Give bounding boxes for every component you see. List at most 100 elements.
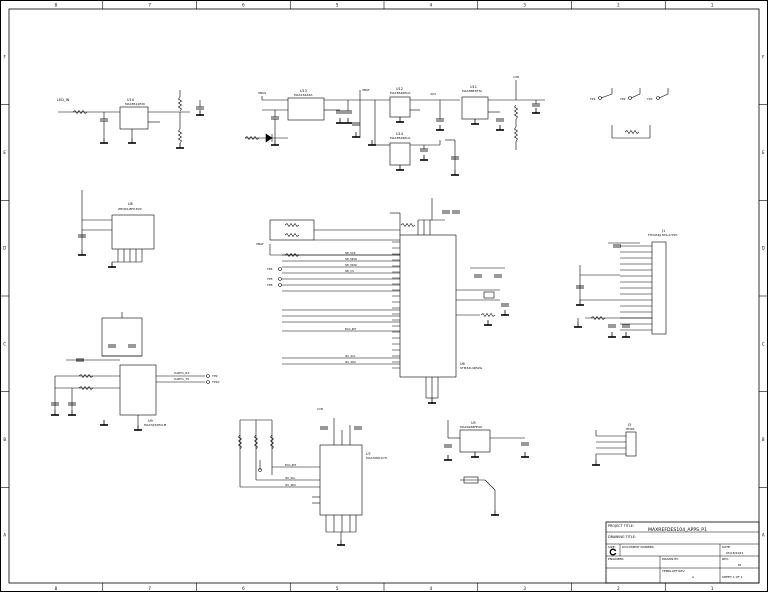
drawing-title-label: DRAWING TITLE: (608, 535, 636, 539)
j3-ref: J3 (627, 423, 631, 427)
border-row-label: A (3, 533, 6, 538)
u11-regulator-block: U11 MAX8887ETA 1V8 (461, 75, 545, 150)
j1-part: FH34SRJ-30S-0.5SH (648, 233, 677, 237)
u10-part: MAX8511EXK (125, 102, 146, 106)
testpoints-top-right: TP1 TP2 TP3 (589, 88, 669, 139)
net-uart-tx: UART1_TX (174, 377, 189, 381)
mcu-left-signal-bus: VBAT TP4 TP5 TP6 SPI_SCK SPI_MISO SPI_MO… (256, 219, 400, 365)
net-spi-miso: SPI_MISO (345, 257, 357, 261)
u12-part: MAX8526EUA (390, 91, 411, 95)
j1-connector-block: J1 FH34SRJ-30S-0.5SH (573, 229, 677, 338)
tp3-label: TP3 (646, 97, 653, 101)
u9-part: MAX3232ECUE (144, 423, 167, 427)
net-label-led-in: LED_IN (57, 98, 70, 102)
border-col-label: 2 (617, 586, 620, 591)
net-spi-cs: SPI_CS (345, 269, 354, 273)
net-spi-mosi: SPI_MOSI (345, 263, 357, 267)
border-col-label: 1 (711, 3, 714, 8)
u9-ref: U9 (148, 419, 153, 423)
u5-ref: U5 (471, 421, 476, 425)
u13-charger-block: U13 MAX1562ZA VBUS VBAT (244, 88, 377, 146)
u11-part: MAX8887ETA (462, 89, 483, 93)
border-col-label: 6 (242, 586, 245, 591)
tp10-label: TP10 (211, 380, 220, 384)
u5-block: U5 MAX9938FEUK (443, 420, 530, 516)
border-row-label: B (3, 437, 6, 442)
net-i2c-scl: I2C_SCL (345, 354, 356, 358)
border-col-label: 1 (711, 586, 714, 591)
net-uart-rx: UART1_RX (174, 371, 190, 375)
tp6-label: TP6 (266, 283, 273, 287)
j3-header-block: J3 HDR4 (591, 423, 637, 466)
border-row-label: F (762, 54, 765, 59)
u11-ref: U11 (470, 85, 477, 89)
net-spi-clk: SPI_SCK (345, 251, 356, 255)
border-row-label: A (762, 533, 765, 538)
border-row-label: D (3, 246, 6, 251)
j1-ref: J1 (661, 229, 665, 233)
border-row-label: C (3, 341, 6, 346)
u6-mcu-block: U6 STM32L4R5ZG (390, 198, 510, 404)
net-label-1v8-ecg: 1V8 (317, 407, 323, 411)
border-row-label: F (4, 54, 7, 59)
border-col-label: 7 (148, 586, 151, 591)
u7-ref: U7 (366, 452, 371, 456)
u13-ref: U13 (300, 89, 307, 93)
net-ecg-int-2: ECG_INT (285, 463, 296, 467)
net-label-vbus: VBUS (258, 91, 266, 95)
project-title-label: PROJECT TITLE: (608, 524, 634, 528)
u12-ref: U12 (396, 87, 403, 91)
u6-ref: U6 (460, 362, 465, 366)
u10-ldo-block: LED_IN U10 MAX8511EXK (57, 90, 205, 149)
doc-number-label: DOCUMENT NUMBER: (622, 545, 654, 549)
engineer-label: ENGINEER: (608, 557, 624, 561)
j3-part: HDR4 (626, 427, 635, 431)
border-col-label: 3 (523, 3, 526, 8)
u14-ref: U14 (396, 132, 404, 136)
tp5-label: TP5 (266, 277, 273, 281)
project-title: MAXREFDES104_APPS_P1 (648, 527, 707, 533)
drawn-by-label: DRAWN BY: (662, 557, 679, 561)
u9-transceiver-block: U9 MAX3232ECUE TP9 TP10 UART1_RX UART1_T… (50, 312, 220, 431)
tp9-label: TP9 (211, 374, 218, 378)
u13-part: MAX1562ZA (294, 93, 313, 97)
u7-ecg-block: U7 MAX30001CTI 1V8 ECG_INT I2C_SCL I2C_S… (238, 407, 387, 546)
u10-ref: U10 (127, 98, 134, 102)
border-row-label: D (762, 246, 765, 251)
u7-part: MAX30001CTI (366, 456, 387, 460)
size-label: SIZE: (608, 545, 616, 549)
net-label-vbat: VBAT (362, 88, 370, 92)
net-label-vbat-mcu: VBAT (256, 242, 264, 246)
tp1-label: TP1 (589, 97, 596, 101)
border-row-label: E (3, 150, 6, 155)
net-ecg-int: ECG_INT (345, 327, 356, 331)
border-col-label: 5 (336, 586, 339, 591)
border-row-label: E (762, 150, 765, 155)
u14-part: MAX8526EUA (390, 136, 411, 140)
border-col-label: 5 (336, 3, 339, 8)
sheet-number: SHEET 1 OF 1 (722, 575, 743, 579)
border-col-label: 8 (55, 3, 58, 8)
border-col-label: 8 (55, 586, 58, 591)
maxim-logo (609, 548, 617, 556)
date-label: DATE: (722, 545, 731, 549)
rev-label: REV: (722, 557, 729, 561)
rev-value: P1 (738, 563, 742, 567)
border-col-label: 7 (148, 3, 151, 8)
template-rev-label: TEMPLATE REV: (661, 569, 685, 573)
border-row-label: C (762, 341, 765, 346)
tp2-label: TP2 (619, 97, 626, 101)
u5-part: MAX9938FEUK (460, 425, 483, 429)
border-col-label: 3 (523, 586, 526, 591)
border-col-label: 6 (242, 3, 245, 8)
net-i2c-scl-2: I2C_SCL (285, 476, 296, 480)
u6-part: STM32L4R5ZG (460, 366, 483, 370)
u8-ref: U8 (128, 202, 133, 206)
title-block: PROJECT TITLE: MAXREFDES104_APPS_P1 DRAW… (605, 521, 760, 584)
net-label-3v3: 3V3 (430, 92, 436, 96)
border-col-label: 2 (617, 3, 620, 8)
u12-u14-regulators: U12 MAX8526EUA U14 MAX8526EUA 3V3 (360, 87, 460, 176)
template-rev-value: A (692, 575, 695, 579)
